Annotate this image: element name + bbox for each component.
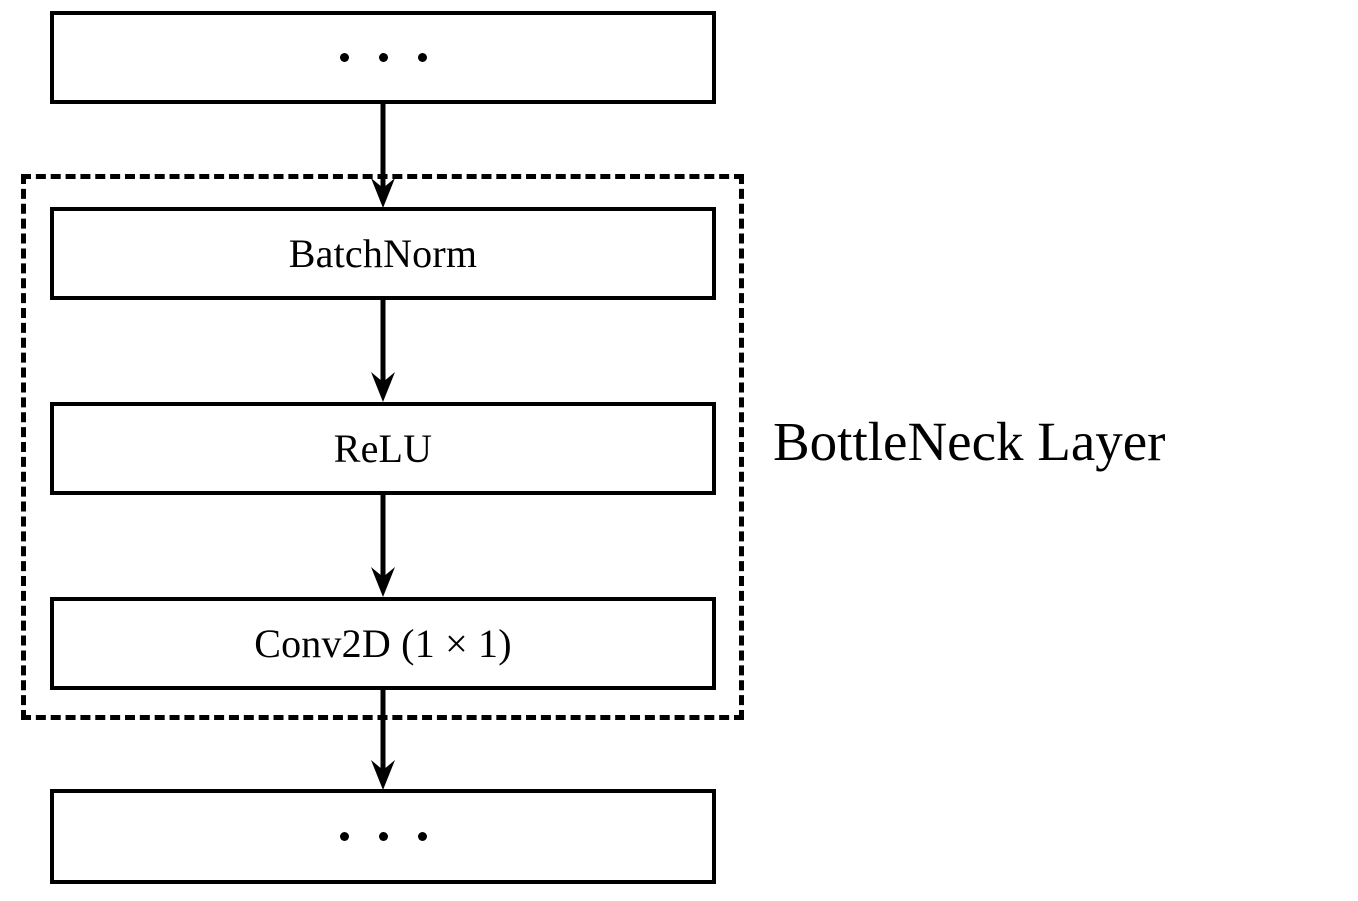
node-relu-label: ReLU (333, 425, 433, 471)
ellipsis-dots-icon (54, 15, 712, 100)
node-top-ellipsis: ... (50, 11, 716, 104)
edge-top-to-batchnorm (371, 102, 395, 208)
node-conv2d-label: Conv2D (1 × 1) (254, 620, 512, 666)
node-relu: ReLU (50, 402, 716, 495)
ellipsis-dots-icon (54, 793, 712, 880)
node-batchnorm: BatchNorm (50, 207, 716, 300)
node-conv2d: Conv2D (1 × 1) (50, 597, 716, 690)
node-batchnorm-label: BatchNorm (288, 230, 478, 276)
edge-relu-to-conv2d (371, 493, 395, 597)
bottleneck-group-caption: BottleNeck Layer (773, 411, 1166, 472)
node-bottom-ellipsis: ... (50, 789, 716, 884)
edge-batchnorm-to-relu (371, 298, 395, 402)
edge-conv2d-to-bottom (371, 688, 395, 790)
